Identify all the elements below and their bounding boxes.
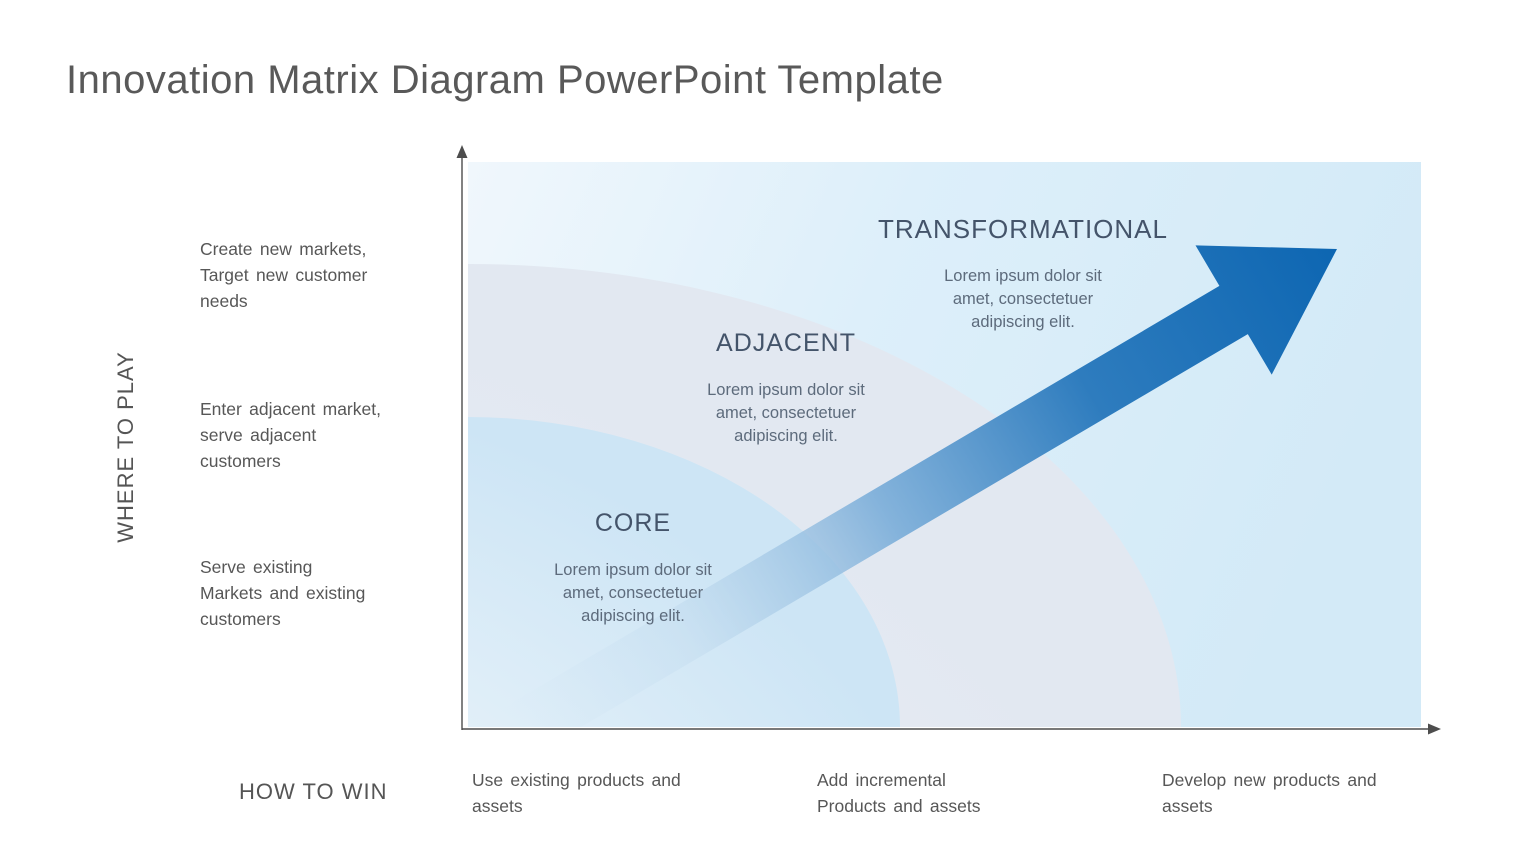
row-label-adjacent: Enter adjacent market, serve adjacent cu… [200, 399, 381, 471]
region-desc-adjacent: Lorem ipsum dolor sit amet, consectetuer… [707, 381, 865, 445]
column-label-adjacent: Add incremental Products and assets [817, 770, 981, 816]
region-label-adjacent: ADJACENT [716, 329, 856, 357]
column-label-transformational: Develop new products and assets [1162, 770, 1377, 816]
column-label-core: Use existing products and assets [472, 770, 681, 816]
row-label-transformational: Create new markets, Target new customer … [200, 239, 368, 311]
page-title: Innovation Matrix Diagram PowerPoint Tem… [66, 58, 944, 102]
row-label-core: Serve existing Markets and existing cust… [200, 557, 366, 629]
x-axis-arrowhead-icon [1428, 723, 1441, 735]
y-axis-label: WHERE TO PLAY [113, 351, 138, 543]
region-desc-core: Lorem ipsum dolor sit amet, consectetuer… [554, 561, 712, 625]
region-label-transformational: TRANSFORMATIONAL [878, 214, 1168, 244]
y-axis-arrowhead-icon [456, 145, 468, 158]
core-region-shape [468, 417, 900, 727]
x-axis-label: HOW TO WIN [239, 779, 388, 804]
trend-arrow [499, 245, 1337, 727]
region-label-core: CORE [594, 509, 672, 537]
region-desc-transformational: Lorem ipsum dolor sit amet, consectetuer… [944, 267, 1102, 331]
